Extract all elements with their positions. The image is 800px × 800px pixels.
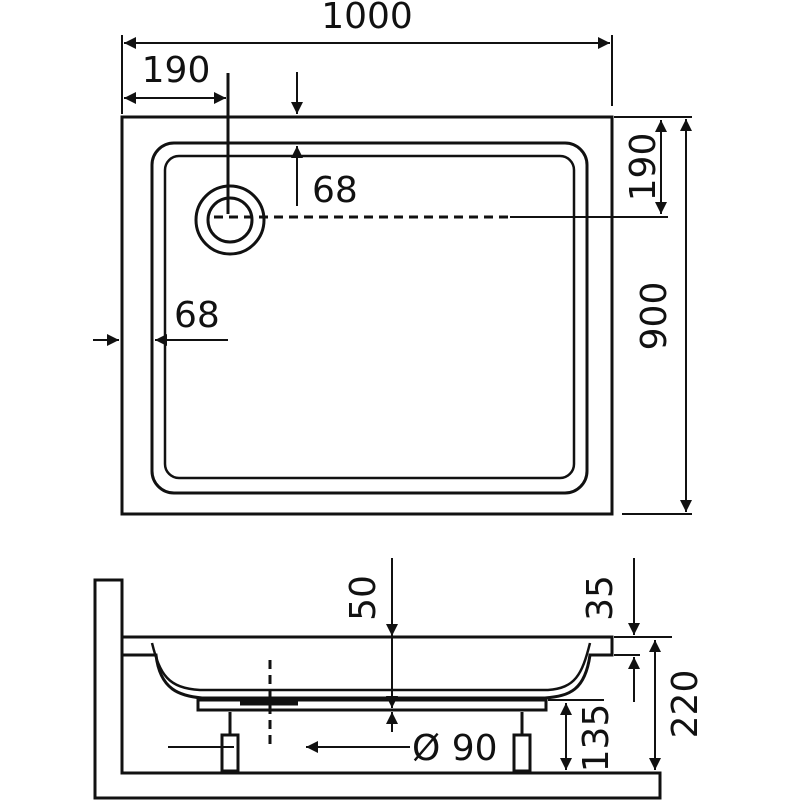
support-leg-left <box>220 712 240 773</box>
tray-outer-outline <box>120 115 614 516</box>
dim-depth-total: 900 <box>634 282 675 351</box>
top-view: 1000 190 68 68 190 900 <box>93 0 692 516</box>
wall-floor-outline <box>93 578 662 800</box>
dim-rim-height: 35 <box>580 575 621 621</box>
dim-depth-inner: 50 <box>343 575 384 621</box>
dim-drain-diameter: Ø 90 <box>412 728 498 769</box>
dim-drain-offset-x: 190 <box>142 50 211 91</box>
drain-hole <box>194 184 266 256</box>
tray-inner-basin-inner <box>163 154 576 480</box>
support-leg-right <box>512 712 532 773</box>
tray-profile-inner <box>150 642 592 692</box>
dim-width-total: 1000 <box>321 0 413 37</box>
side-view: 50 Ø 90 35 220 135 <box>93 558 706 800</box>
tray-inner-basin-outer <box>150 141 589 495</box>
dim-leg-height: 135 <box>576 704 617 773</box>
dim-total-height: 220 <box>665 670 706 739</box>
dim-rim-top: 68 <box>312 170 358 211</box>
tray-base-plate <box>196 698 548 712</box>
dim-rim-left: 68 <box>174 295 220 336</box>
dim-drain-offset-y: 190 <box>623 133 664 202</box>
tray-profile-outer <box>122 635 614 700</box>
